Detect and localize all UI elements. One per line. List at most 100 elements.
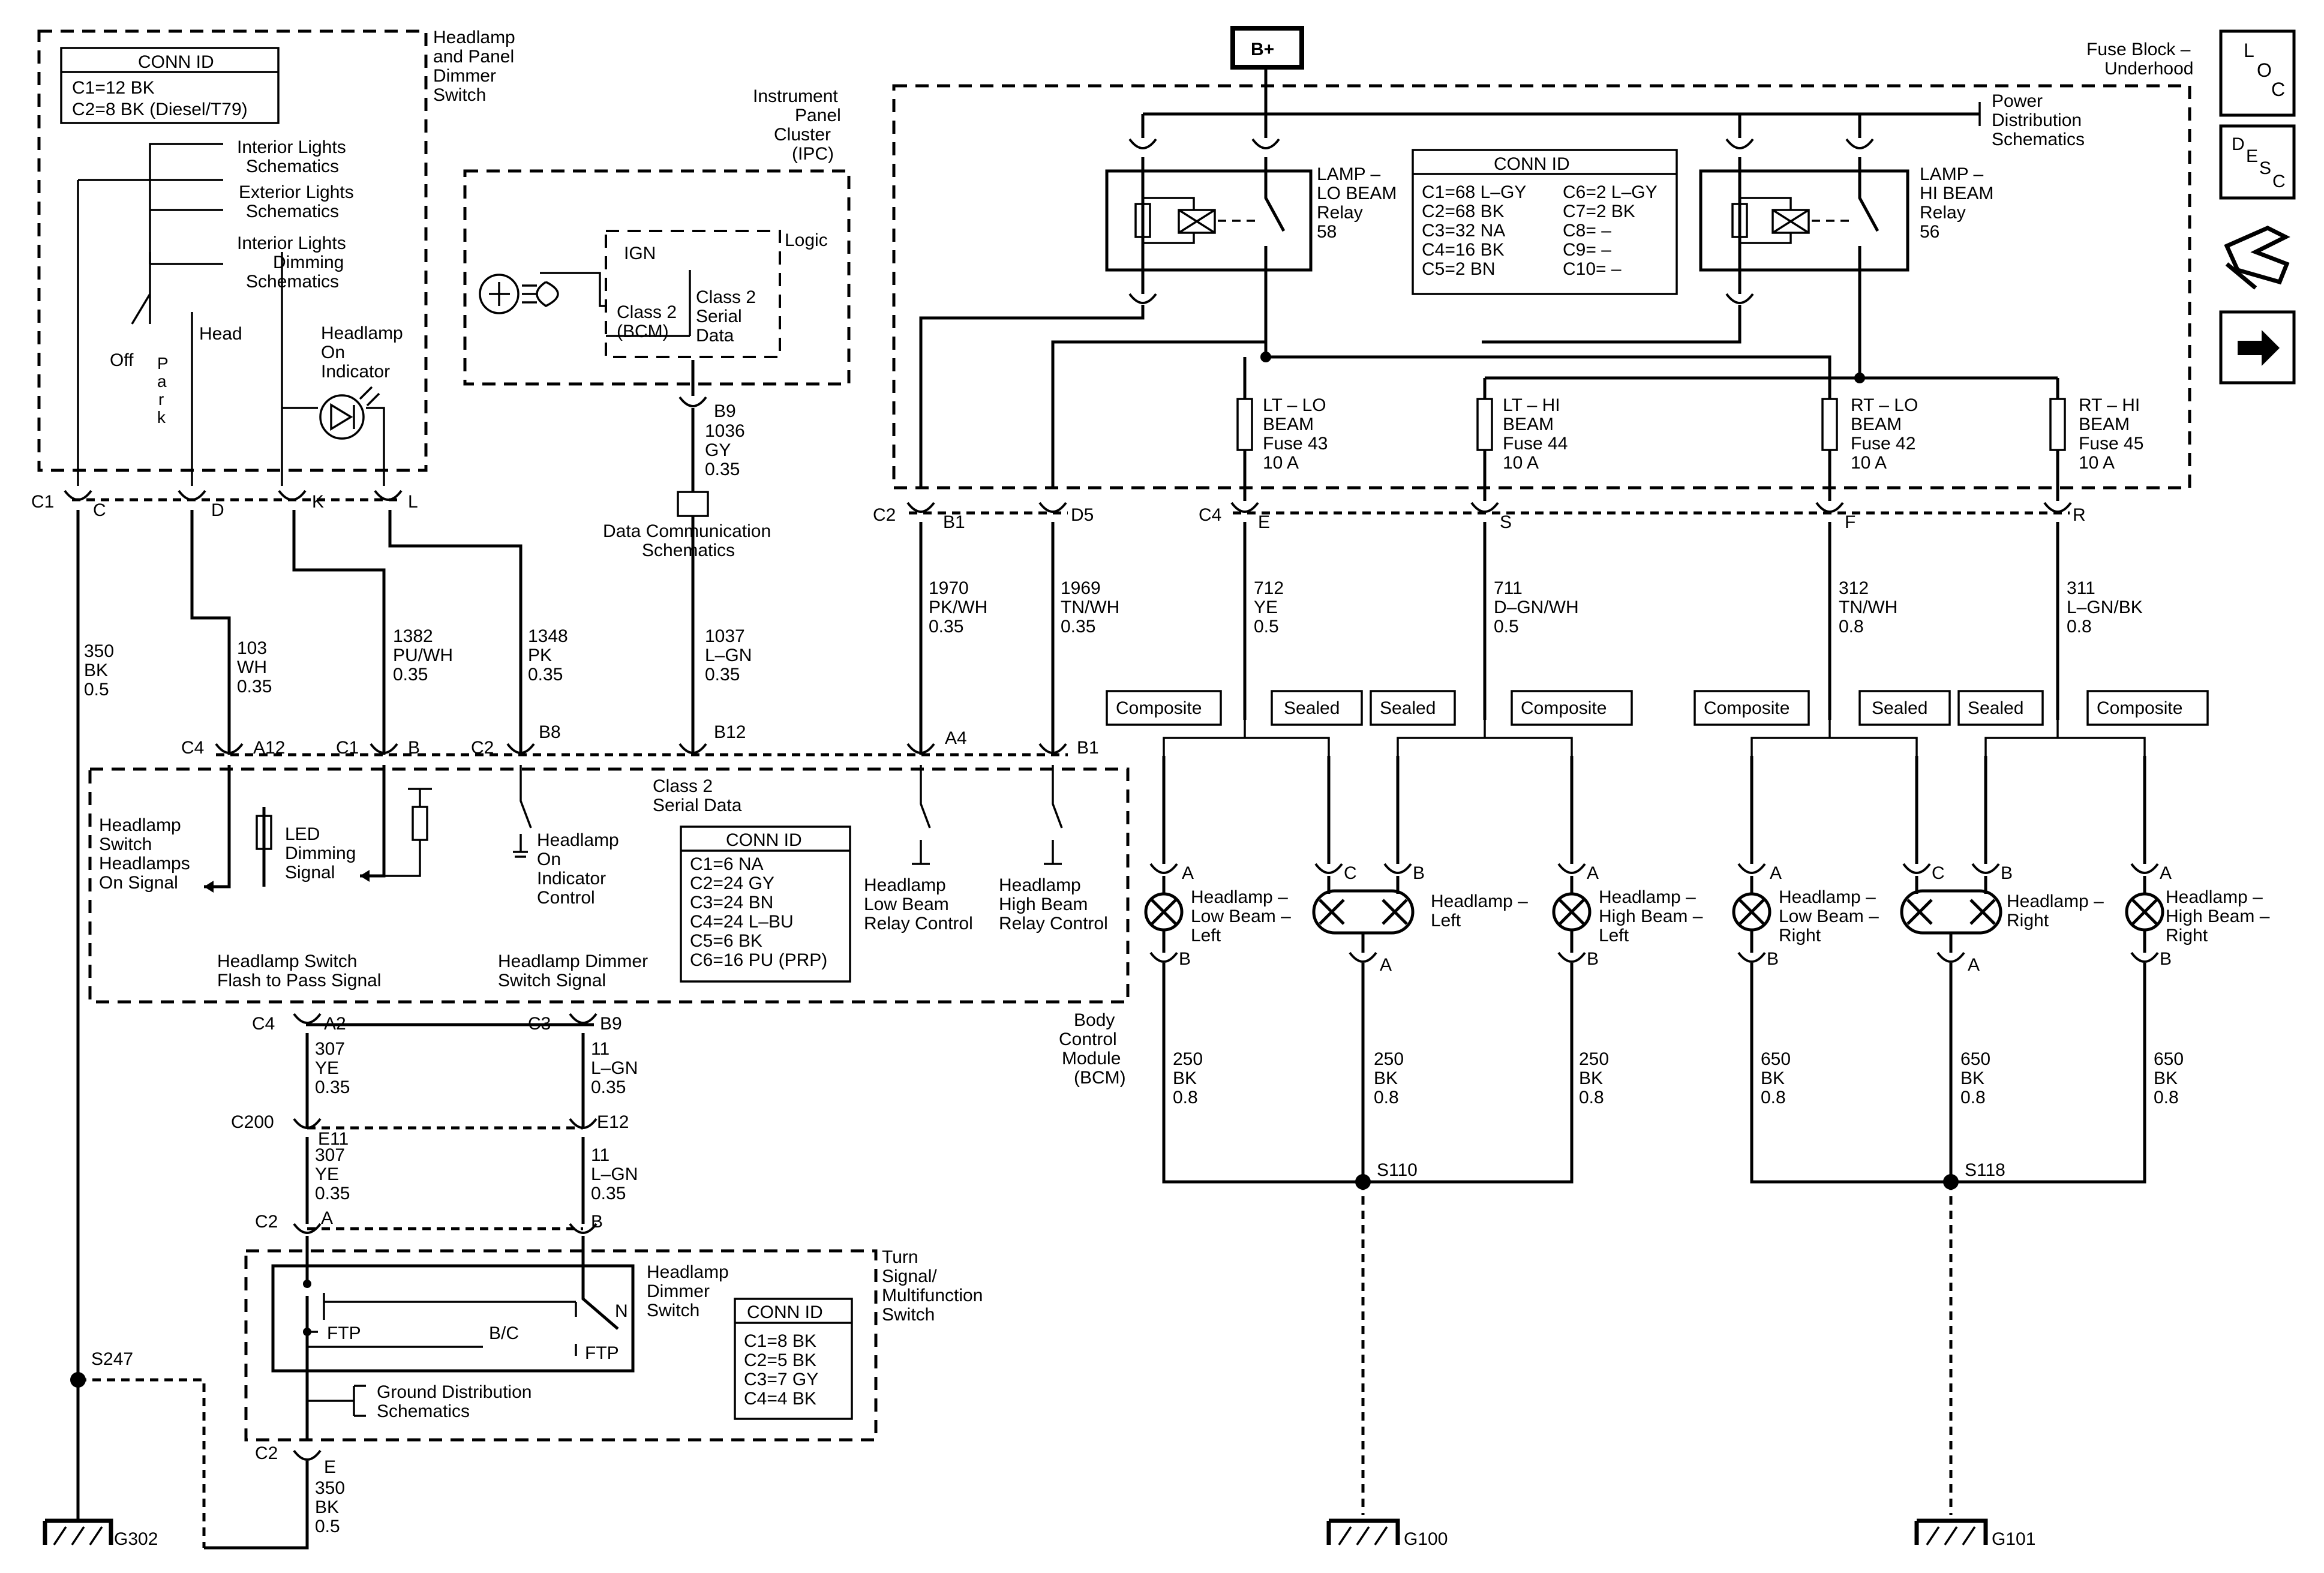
svg-text:G100: G100 [1404, 1529, 1448, 1549]
svg-text:0.8: 0.8 [2154, 1088, 2179, 1107]
svg-text:C2: C2 [873, 505, 896, 525]
svg-text:Sealed: Sealed [1284, 698, 1340, 718]
svg-text:Switch: Switch [433, 85, 486, 105]
svg-text:Headlamp Dimmer: Headlamp Dimmer [498, 951, 648, 971]
connector-icon[interactable] [2224, 226, 2290, 290]
svg-text:A: A [1968, 955, 1980, 975]
svg-text:0.35: 0.35 [929, 617, 963, 637]
lamp-section: Composite Sealed Sealed Composite Compos… [1106, 690, 2270, 1549]
svg-text:D–GN/WH: D–GN/WH [1494, 598, 1579, 617]
svg-text:LAMP –: LAMP – [1920, 164, 1983, 184]
svg-text:BK: BK [1960, 1068, 1984, 1088]
svg-text:Fuse 43: Fuse 43 [1263, 434, 1328, 454]
svg-text:0.5: 0.5 [315, 1517, 340, 1536]
svg-text:P: P [157, 354, 169, 373]
svg-text:Composite: Composite [1521, 698, 1607, 718]
svg-text:1969: 1969 [1061, 578, 1101, 598]
svg-text:C1=6 NA: C1=6 NA [690, 854, 764, 874]
svg-text:BK: BK [315, 1497, 339, 1517]
svg-text:Sealed: Sealed [1380, 698, 1436, 718]
svg-text:BK: BK [1173, 1068, 1197, 1088]
instrument-panel-cluster: Instrument Panel Cluster (IPC) Logic IGN… [463, 86, 851, 386]
svg-text:E: E [2246, 146, 2258, 166]
svg-text:B/C: B/C [489, 1323, 519, 1343]
svg-text:1348: 1348 [528, 626, 568, 646]
svg-text:C5=6 BK: C5=6 BK [690, 931, 762, 951]
desc-icon[interactable]: D E S C [2219, 124, 2296, 200]
svg-text:On Signal: On Signal [99, 873, 178, 893]
svg-text:BK: BK [2154, 1068, 2178, 1088]
svg-text:Composite: Composite [2097, 698, 2182, 718]
svg-text:Right: Right [1779, 926, 1821, 945]
svg-text:L–GN: L–GN [591, 1164, 638, 1184]
svg-text:307: 307 [315, 1039, 345, 1059]
next-arrow-icon[interactable] [2219, 310, 2296, 385]
svg-text:E12: E12 [597, 1112, 629, 1132]
svg-text:k: k [157, 408, 166, 427]
svg-text:C: C [1344, 863, 1357, 883]
loc-icon[interactable]: L O C [2219, 29, 2296, 117]
svg-text:B8: B8 [539, 722, 561, 742]
svg-text:0.8: 0.8 [1960, 1088, 1986, 1107]
svg-text:HI BEAM: HI BEAM [1920, 184, 1993, 203]
svg-text:L–GN: L–GN [705, 646, 752, 665]
svg-text:Headlamp –: Headlamp – [1779, 887, 1876, 907]
svg-text:1036: 1036 [705, 421, 745, 441]
svg-text:0.8: 0.8 [2067, 617, 2092, 637]
svg-text:10 A: 10 A [1503, 453, 1539, 473]
left-high-beam-lamp: Headlamp – High Beam – Left [1552, 876, 1703, 953]
svg-text:YE: YE [315, 1164, 339, 1184]
svg-text:B: B [1413, 863, 1425, 883]
svg-text:BK: BK [1579, 1068, 1603, 1088]
fuse-43: LT – LO BEAM Fuse 43 10 A [1236, 395, 1328, 473]
fuse-block-conn-id: CONN ID C1=68 L–GY C2=68 BK C3=32 NA C4=… [1412, 149, 1678, 295]
svg-text:F: F [1845, 512, 1855, 532]
svg-text:0.35: 0.35 [591, 1184, 626, 1203]
svg-text:B: B [2160, 949, 2172, 969]
svg-text:250: 250 [1173, 1049, 1203, 1069]
svg-text:FTP: FTP [327, 1323, 361, 1343]
svg-text:C3=7 GY: C3=7 GY [744, 1370, 818, 1389]
svg-text:LT – HI: LT – HI [1503, 395, 1560, 415]
svg-text:Headlamp: Headlamp [999, 875, 1081, 895]
svg-text:BK: BK [84, 661, 108, 680]
svg-text:C1: C1 [31, 492, 54, 512]
svg-text:C: C [2272, 172, 2286, 191]
svg-text:On: On [537, 849, 561, 869]
svg-text:11: 11 [591, 1039, 609, 1059]
svg-text:A4: A4 [945, 728, 967, 748]
svg-text:A2: A2 [324, 1014, 346, 1034]
hi-beam-relay: LAMP – HI BEAM Relay 56 [1699, 138, 1993, 369]
svg-text:S: S [1500, 512, 1512, 532]
svg-text:10 A: 10 A [1263, 453, 1299, 473]
svg-text:Headlamp: Headlamp [864, 875, 946, 895]
svg-text:250: 250 [1579, 1049, 1609, 1069]
svg-text:Composite: Composite [1116, 698, 1202, 718]
svg-text:Serial: Serial [696, 307, 742, 326]
svg-text:C2: C2 [255, 1212, 278, 1232]
svg-text:Fuse 45: Fuse 45 [2079, 434, 2143, 454]
svg-text:Data Communication: Data Communication [603, 521, 771, 541]
svg-text:A: A [1380, 955, 1392, 975]
svg-text:Class 2: Class 2 [653, 776, 713, 796]
svg-text:C2=24 GY: C2=24 GY [690, 873, 774, 893]
svg-text:Power: Power [1992, 91, 2043, 111]
svg-text:307: 307 [315, 1145, 345, 1165]
svg-text:350: 350 [315, 1478, 345, 1498]
svg-text:Instrument: Instrument [753, 86, 838, 106]
svg-text:A: A [321, 1208, 333, 1228]
svg-text:C3=24 BN: C3=24 BN [690, 893, 773, 912]
wire-1348-label: 1348 PK 0.35 [528, 626, 568, 685]
svg-text:Headlamp: Headlamp [321, 323, 403, 343]
svg-text:TN/WH: TN/WH [1839, 598, 1897, 617]
svg-text:S247: S247 [91, 1349, 133, 1369]
svg-text:C3: C3 [528, 1014, 551, 1034]
svg-text:Turn: Turn [882, 1247, 918, 1267]
svg-text:BEAM: BEAM [2079, 415, 2130, 434]
svg-text:LED: LED [285, 824, 320, 844]
svg-text:C4: C4 [181, 738, 204, 758]
svg-text:Right: Right [2007, 911, 2049, 930]
svg-text:L: L [408, 492, 418, 512]
svg-text:0.8: 0.8 [1761, 1088, 1786, 1107]
wire-103-label: 103 WH 0.35 [237, 638, 272, 697]
